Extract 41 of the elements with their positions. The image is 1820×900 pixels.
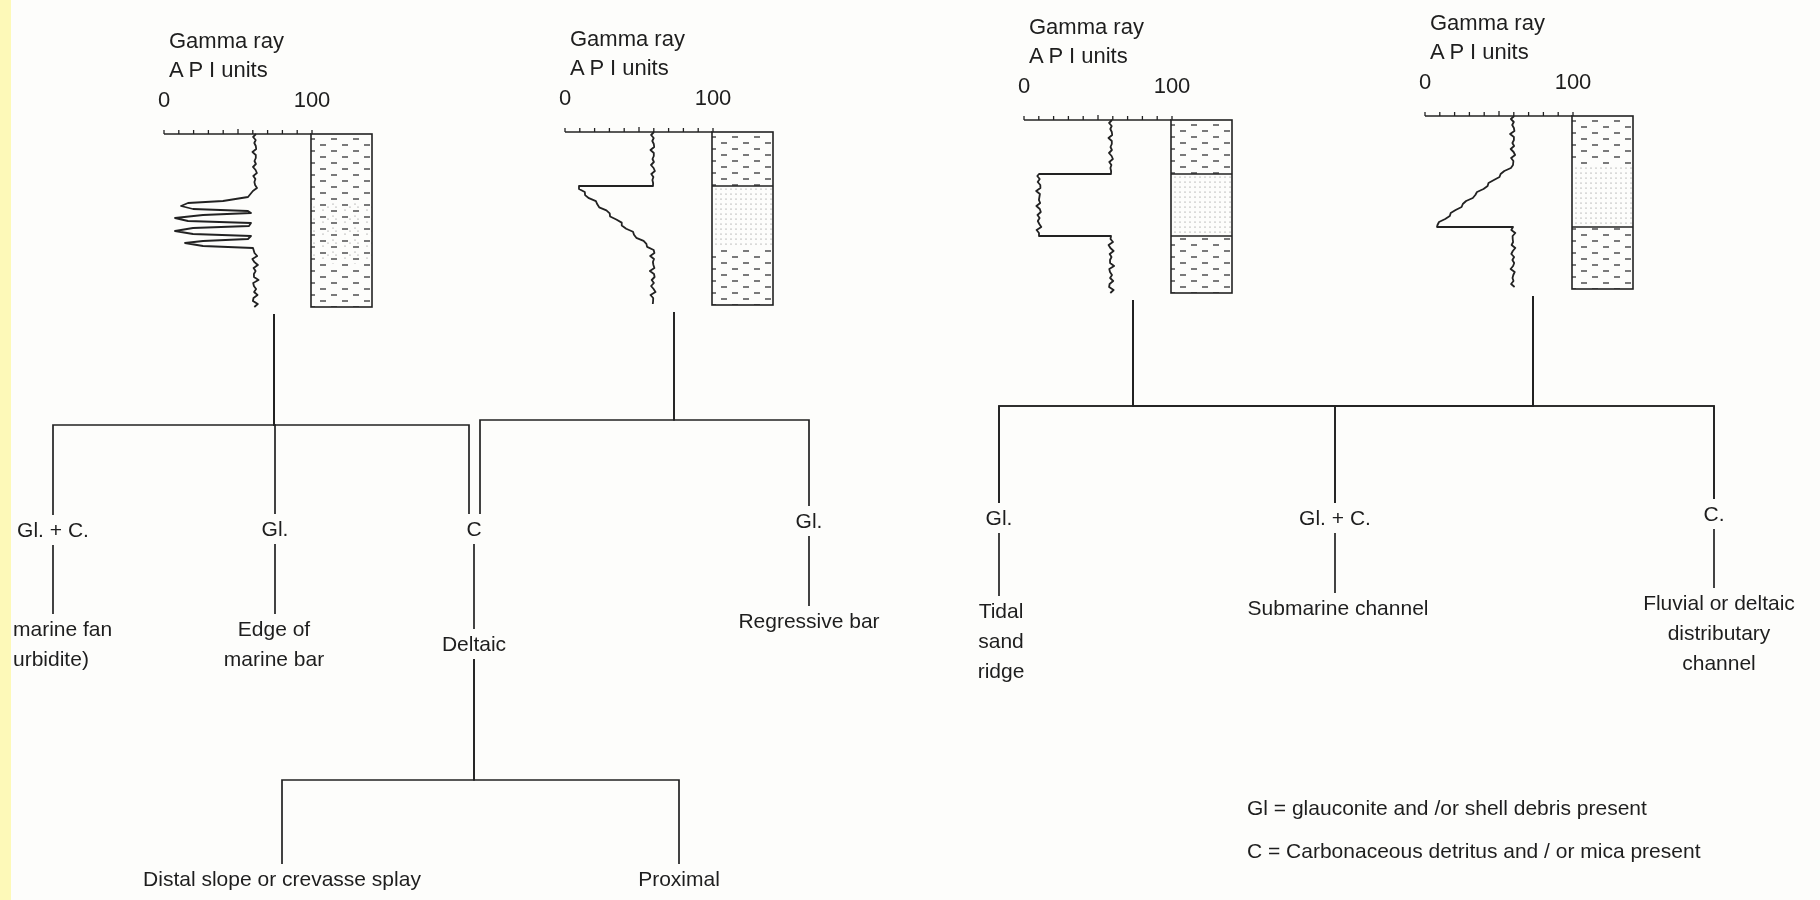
facies-label: marine fan urbidite) <box>13 614 128 674</box>
connector-line <box>274 543 276 615</box>
facies-label: Submarine channel <box>1247 593 1429 623</box>
connector-line <box>52 544 54 615</box>
connector-line <box>473 658 680 865</box>
scale-value: 0 <box>1017 72 1031 100</box>
connector-line <box>1532 295 1715 500</box>
log-heading: Gamma ray A P I units <box>569 25 686 82</box>
connector-line <box>1334 532 1336 594</box>
scale-value: 100 <box>1153 72 1191 100</box>
log-heading: Gamma ray A P I units <box>1429 9 1546 66</box>
connector-line <box>998 532 1000 597</box>
facies-label: Proximal <box>638 864 720 894</box>
scale-value: 0 <box>558 84 572 112</box>
facies-label: Regressive bar <box>738 606 880 636</box>
facies-label: Gl. <box>985 503 1013 533</box>
facies-label: Tidal sand ridge <box>970 596 1032 686</box>
log-heading: Gamma ray A P I units <box>1028 13 1145 70</box>
facies-label: C <box>466 514 482 544</box>
facies-label: Gl. + C. <box>17 515 89 545</box>
facies-label: Distal slope or crevasse splay <box>143 864 421 894</box>
scale-value: 100 <box>694 84 732 112</box>
scale-value: 0 <box>1418 68 1432 96</box>
connector-line <box>273 313 470 515</box>
connector-line <box>473 543 475 630</box>
scale-value: 0 <box>157 86 171 114</box>
log-heading: Gamma ray A P I units <box>168 27 285 84</box>
facies-label: Gl. <box>261 514 289 544</box>
note-text: C = Carbonaceous detritus and / or mica present <box>1247 838 1701 864</box>
facies-label: C. <box>1703 499 1725 529</box>
facies-label: Fluvial or deltaic distributary channel <box>1629 588 1809 678</box>
connector-line <box>808 535 810 607</box>
facies-label: Edge of marine bar <box>209 614 339 674</box>
facies-label: Gl. <box>795 506 823 536</box>
facies-label: Deltaic <box>441 629 507 659</box>
note-text: Gl = glauconite and /or shell debris present <box>1247 795 1647 821</box>
facies-label: Gl. + C. <box>1299 503 1371 533</box>
scale-value: 100 <box>1554 68 1592 96</box>
connector-line <box>1713 528 1715 589</box>
connector-line <box>673 311 810 507</box>
scale-value: 100 <box>293 86 331 114</box>
